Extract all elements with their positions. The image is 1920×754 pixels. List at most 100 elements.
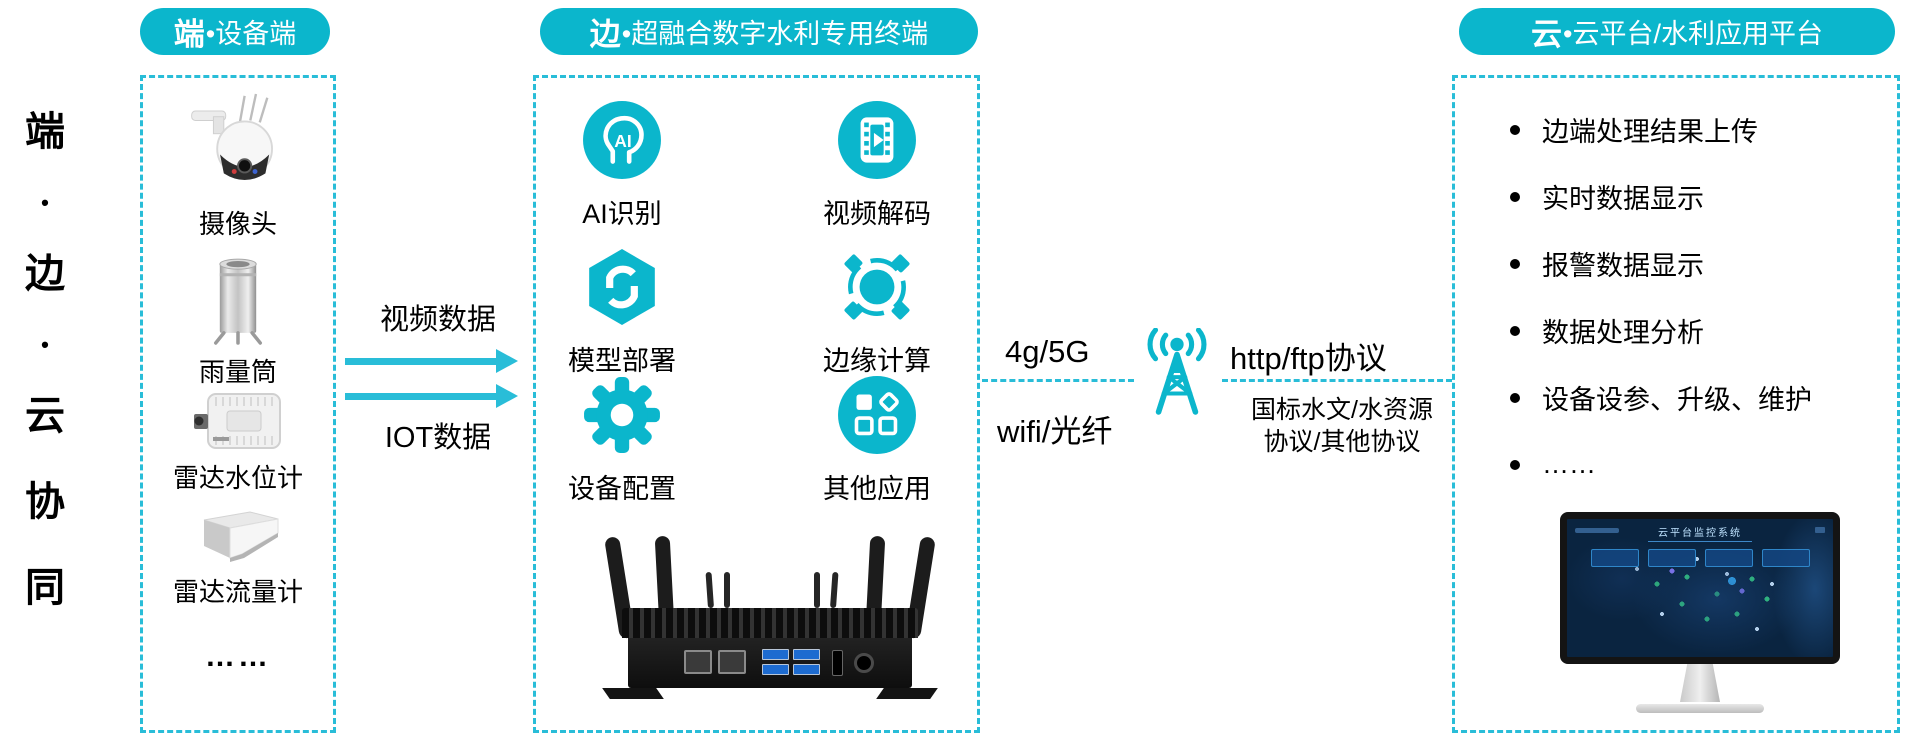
link-label-protocols: 国标水文/水资源 协议/其他协议: [1212, 394, 1472, 458]
feature-other-apps: 其他应用: [792, 375, 962, 506]
feature-label: 其他应用: [823, 474, 931, 504]
feature-ai-recognition: AI AI识别: [537, 100, 707, 231]
usb-ports: [762, 649, 820, 675]
link-label-http-ftp: http/ftp协议: [1230, 341, 1387, 376]
edge-terminal-device: [602, 530, 938, 704]
axis-dot: •: [41, 190, 49, 215]
dashboard-stat-chip: [1647, 549, 1696, 567]
header-prefix: 端: [173, 17, 205, 52]
feature-edge-computing: 边缘计算: [792, 247, 962, 378]
header-prefix: 边: [589, 17, 621, 52]
antenna-small-icon: [724, 572, 730, 608]
usb-port: [762, 664, 789, 675]
device-item-rain-gauge: 雨量筒: [146, 252, 330, 389]
cloud-feature-item: 边端处理结果上传: [1500, 96, 1890, 163]
terminal-body: [628, 638, 912, 688]
axis-char: 同: [25, 566, 65, 610]
edge-cloud-collaboration-axis: 端 • 边 • 云 协 同: [14, 112, 76, 608]
link-label-wifi-fiber: wifi/光纤: [997, 414, 1113, 449]
device-config-icon: [584, 377, 660, 453]
cloud-feature-item: 实时数据显示: [1500, 163, 1890, 230]
axis-char: 边: [25, 252, 65, 296]
axis-dot: •: [41, 332, 49, 357]
cloud-platform-monitor: 云平台监控系统: [1560, 512, 1840, 724]
edge-panel-header: 边•超融合数字水利专用终端: [540, 8, 978, 55]
feature-device-config: 设备配置: [537, 375, 707, 506]
mount-bracket: [876, 688, 938, 699]
link-label-4g5g: 4g/5G: [1005, 334, 1090, 369]
dashboard-datetime-decor: [1575, 528, 1619, 533]
feature-label: 视频解码: [823, 199, 931, 229]
hdmi-port: [832, 650, 843, 676]
feature-label: 模型部署: [568, 346, 676, 376]
mount-bracket: [602, 688, 664, 699]
header-title: •云平台/水利应用平台: [1563, 19, 1823, 49]
feature-model-deploy: 模型部署: [537, 247, 707, 378]
rain-gauge-icon: [214, 258, 262, 345]
header-title: •设备端: [205, 19, 297, 49]
ptz-camera-icon: [191, 93, 273, 181]
monitor-base: [1636, 704, 1764, 713]
svg-text:AI: AI: [614, 131, 631, 151]
cloud-feature-item: 设备设参、升级、维护: [1500, 364, 1890, 431]
dashboard-stat-chip: [1590, 549, 1639, 567]
edge-computing-icon: [844, 254, 910, 320]
ai-recognition-icon: AI: [583, 101, 661, 179]
antenna-small-icon: [705, 571, 714, 609]
dashboard-title: 云平台监控系统: [1648, 524, 1752, 542]
antenna-small-icon: [814, 572, 820, 608]
device-item-label: 摄像头: [198, 209, 277, 239]
device-item-label: 雨量筒: [198, 357, 277, 387]
dashboard-map: [1567, 519, 1833, 657]
device-item-camera: 摄像头: [146, 92, 330, 241]
cloud-feature-item: ……: [1500, 431, 1890, 498]
ethernet-port: [718, 650, 746, 674]
model-deploy-icon: [589, 249, 655, 325]
power-jack: [854, 653, 874, 673]
link-dashed-line-left: [982, 379, 1134, 382]
device-item-label: 雷达水位计: [172, 463, 303, 493]
header-prefix: 云: [1531, 17, 1563, 52]
heatsink-fins: [622, 608, 918, 638]
usb-port: [793, 664, 820, 675]
device-item-radar-flow: 雷达流量计: [146, 506, 330, 609]
flow-video-arrow: [345, 349, 518, 373]
antenna-small-icon: [830, 571, 839, 609]
feature-label: AI识别: [582, 199, 662, 229]
usb-port: [762, 649, 789, 660]
dashboard-topbar: 云平台监控系统: [1567, 519, 1833, 542]
monitor-screen: 云平台监控系统: [1560, 512, 1840, 664]
dashboard-corner-decor: [1815, 527, 1825, 533]
axis-char: 协: [25, 480, 65, 524]
monitor-stand: [1680, 664, 1720, 702]
usb-port: [793, 649, 820, 660]
ethernet-port: [684, 650, 712, 674]
axis-char: 云: [25, 394, 65, 438]
flow-video-label: 视频数据: [379, 304, 496, 336]
feature-label: 边缘计算: [823, 346, 931, 376]
flow-iot-arrow: [345, 384, 518, 408]
device-item-label: 雷达流量计: [172, 577, 303, 607]
dashboard-stat-chip: [1761, 549, 1810, 567]
cloud-feature-item: 数据处理分析: [1500, 297, 1890, 364]
video-decode-icon: [838, 101, 916, 179]
cloud-feature-item: 报警数据显示: [1500, 230, 1890, 297]
cloud-panel-header: 云•云平台/水利应用平台: [1459, 8, 1895, 55]
link-label-protocols-line1: 国标水文/水资源: [1251, 396, 1433, 424]
device-items-ellipsis: ……: [205, 640, 271, 673]
feature-video-decode: 视频解码: [792, 100, 962, 231]
link-dashed-line-right: [1222, 379, 1452, 382]
feature-label: 设备配置: [568, 474, 676, 504]
axis-char: 端: [25, 110, 65, 154]
header-title: •超融合数字水利专用终端: [621, 19, 929, 49]
radar-water-level-meter-icon: [194, 393, 281, 449]
device-item-radar-level: 雷达水位计: [146, 388, 330, 495]
other-apps-icon: [838, 376, 916, 454]
cloud-feature-list: 边端处理结果上传 实时数据显示 报警数据显示 数据处理分析 设备设参、升级、维护…: [1500, 96, 1890, 498]
dashboard-stat-chip: [1704, 549, 1753, 567]
flow-iot-label: IOT数据: [384, 422, 492, 454]
link-label-protocols-line2: 协议/其他协议: [1263, 428, 1421, 456]
dashboard-stat-cards: [1567, 549, 1833, 567]
radar-flow-meter-icon: [203, 511, 279, 562]
